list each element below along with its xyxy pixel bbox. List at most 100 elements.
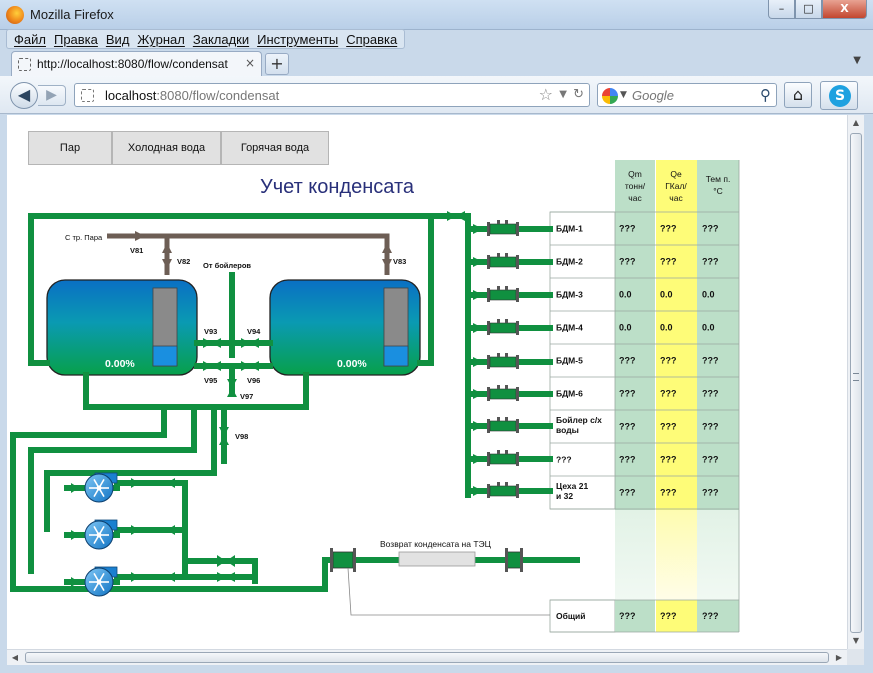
valve-v81-label: V81 xyxy=(130,246,143,255)
branch-flowmeter-1[interactable] xyxy=(489,223,517,235)
valve-v97-label: V97 xyxy=(240,392,253,401)
row-qm-7: ??? xyxy=(619,422,636,432)
site-identity-icon[interactable] xyxy=(81,89,94,102)
skype-button[interactable]: S xyxy=(820,81,858,110)
branch-flowmeter-7[interactable] xyxy=(489,420,517,432)
maximize-button[interactable]: □ xyxy=(795,0,822,19)
engine-dropdown-icon[interactable]: ▼ xyxy=(620,90,627,100)
row-name-4: БДМ-4 xyxy=(556,323,583,333)
pump-2-icon[interactable] xyxy=(84,519,118,550)
row-qe-3: 0.0 xyxy=(660,290,673,300)
scroll-right-icon[interactable]: ▶ xyxy=(835,653,843,662)
valve-v96-icon[interactable] xyxy=(241,361,259,371)
branch-flowmeter-4[interactable] xyxy=(489,322,517,334)
menu-bar: Файл Правка Вид Журнал Закладки Инструме… xyxy=(6,29,406,49)
home-button[interactable]: ⌂ xyxy=(784,82,812,108)
pump-3-icon[interactable] xyxy=(84,566,118,597)
total-qe: ??? xyxy=(660,611,677,621)
from-boilers-label: От бойлеров xyxy=(203,261,251,270)
hscroll-thumb[interactable] xyxy=(25,652,829,663)
branch-arrow-icon xyxy=(473,290,483,300)
address-bar[interactable]: localhost:8080/flow/condensat ☆ ▼ ↻ xyxy=(74,83,590,107)
vertical-scrollbar[interactable]: ▲ ▼ xyxy=(847,115,864,649)
flange xyxy=(487,484,490,498)
menu-bookmarks[interactable]: Закладки xyxy=(192,32,250,47)
steam-button[interactable]: Пар xyxy=(28,131,112,165)
menu-help[interactable]: Справка xyxy=(346,32,398,47)
steam-arrow-icon xyxy=(135,231,145,241)
valve-v94-label: V94 xyxy=(247,327,261,336)
tab-close-icon[interactable]: × xyxy=(244,56,255,70)
valve-v98-icon[interactable] xyxy=(219,427,229,445)
scroll-down-icon[interactable]: ▼ xyxy=(852,636,860,645)
google-icon[interactable] xyxy=(602,88,618,104)
valve-v95-icon[interactable] xyxy=(203,361,221,371)
total-qm: ??? xyxy=(619,611,636,621)
scroll-up-icon[interactable]: ▲ xyxy=(852,118,860,127)
menu-tools[interactable]: Инструменты xyxy=(257,32,339,47)
scroll-left-icon[interactable]: ◀ xyxy=(11,653,19,662)
pump-1-icon[interactable] xyxy=(84,472,118,503)
pump-hub xyxy=(96,579,102,585)
row-t-9: ??? xyxy=(702,488,719,498)
menu-file[interactable]: Файл xyxy=(14,32,46,47)
branch-flowmeter-2[interactable] xyxy=(489,256,517,268)
branch-arrow-icon xyxy=(473,486,483,496)
branch-flowmeter-9[interactable] xyxy=(489,485,517,497)
cold-water-button[interactable]: Холодная вода xyxy=(112,131,221,165)
return-flowmeters xyxy=(330,548,550,616)
menu-edit[interactable]: Правка xyxy=(53,32,98,47)
row-qm-5: ??? xyxy=(619,356,636,366)
row-t-2: ??? xyxy=(702,257,719,267)
tank-2-gauge-fill xyxy=(383,345,409,367)
valve-manifold-1-icon[interactable] xyxy=(217,555,235,567)
list-all-tabs-icon[interactable]: ▼ xyxy=(853,55,861,66)
valve-top-icon[interactable] xyxy=(447,211,465,221)
url-text: localhost:8080/flow/condensat xyxy=(105,88,280,103)
row-name-5: БДМ-5 xyxy=(556,356,583,366)
row-qe-8: ??? xyxy=(660,455,677,465)
row-qe-6: ??? xyxy=(660,389,677,399)
valve-v93-icon[interactable] xyxy=(203,338,221,348)
row-qm-2: ??? xyxy=(619,257,636,267)
tab-condensat[interactable]: http://localhost:8080/flow/condensat × xyxy=(11,51,262,76)
row-qm-3: 0.0 xyxy=(619,290,632,300)
close-button[interactable]: X xyxy=(822,0,867,19)
forward-button[interactable]: ▶ xyxy=(38,85,66,106)
new-tab-button[interactable]: + xyxy=(265,53,289,75)
search-bar[interactable]: ▼ Google ⚲ xyxy=(597,83,777,107)
menu-history[interactable]: Журнал xyxy=(137,32,185,47)
back-button[interactable]: ◀ xyxy=(10,82,38,109)
header-temp: Тем п.°C xyxy=(706,174,731,196)
bookmark-star-icon[interactable]: ☆ xyxy=(538,85,553,104)
row-t-8: ??? xyxy=(702,455,719,465)
scroll-grip-icon xyxy=(853,373,859,381)
branch-flowmeter-5[interactable] xyxy=(489,356,517,368)
history-dropdown-icon[interactable]: ▼ xyxy=(559,89,567,100)
valve-v98-label: V98 xyxy=(235,432,248,441)
flange xyxy=(516,452,519,466)
valve-v94-icon[interactable] xyxy=(241,338,259,348)
scroll-thumb[interactable] xyxy=(850,133,862,633)
minimize-button[interactable]: – xyxy=(768,0,795,19)
firefox-logo-icon xyxy=(6,6,24,24)
row-qm-4: 0.0 xyxy=(619,323,632,333)
reload-icon[interactable]: ↻ xyxy=(573,87,584,102)
branch-arrow-icon xyxy=(473,454,483,464)
hot-water-button[interactable]: Горячая вода xyxy=(221,131,329,165)
horizontal-scrollbar[interactable]: ◀ ▶ xyxy=(7,649,847,665)
tank-2: 0.00% xyxy=(269,279,421,376)
branch-flowmeter-6[interactable] xyxy=(489,388,517,400)
menu-view[interactable]: Вид xyxy=(105,32,130,47)
search-icon[interactable]: ⚲ xyxy=(760,86,771,104)
tank-1: 0.00% xyxy=(46,279,198,376)
branch-flowmeter-8[interactable] xyxy=(489,453,517,465)
branch-flowmeters xyxy=(473,220,519,498)
row-qe-4: 0.0 xyxy=(660,323,673,333)
valve-manifold-2-icon[interactable] xyxy=(217,572,235,582)
valve-v97-icon[interactable] xyxy=(227,379,237,397)
row-qm-6: ??? xyxy=(619,389,636,399)
branch-flowmeter-3[interactable] xyxy=(489,289,517,301)
